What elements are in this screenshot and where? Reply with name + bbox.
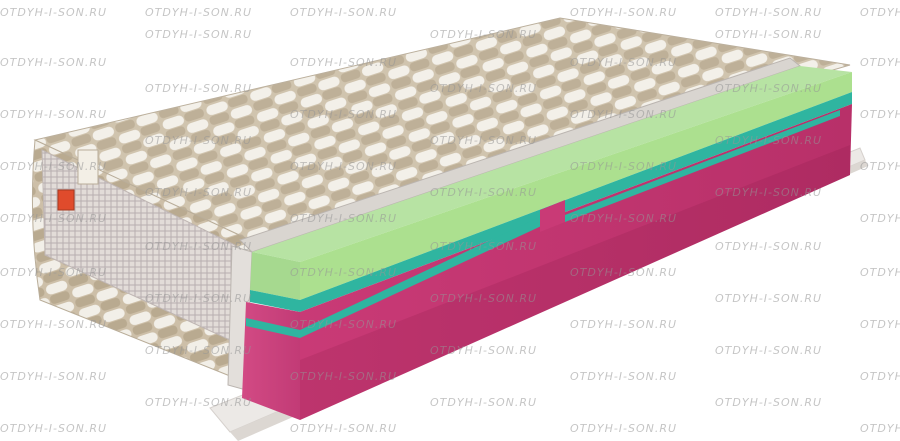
teal-stripe-notch <box>540 200 565 232</box>
pink-foam-side <box>300 104 852 420</box>
memory-foam-front <box>250 252 300 300</box>
brand-label <box>57 189 75 211</box>
teal-stripe-front <box>246 318 300 338</box>
memory-foam-top <box>252 66 852 262</box>
teal-stripe-side-a <box>300 205 565 338</box>
tag <box>77 149 99 185</box>
memory-foam-side <box>300 72 852 300</box>
teal-stripe-side-b <box>565 110 840 222</box>
